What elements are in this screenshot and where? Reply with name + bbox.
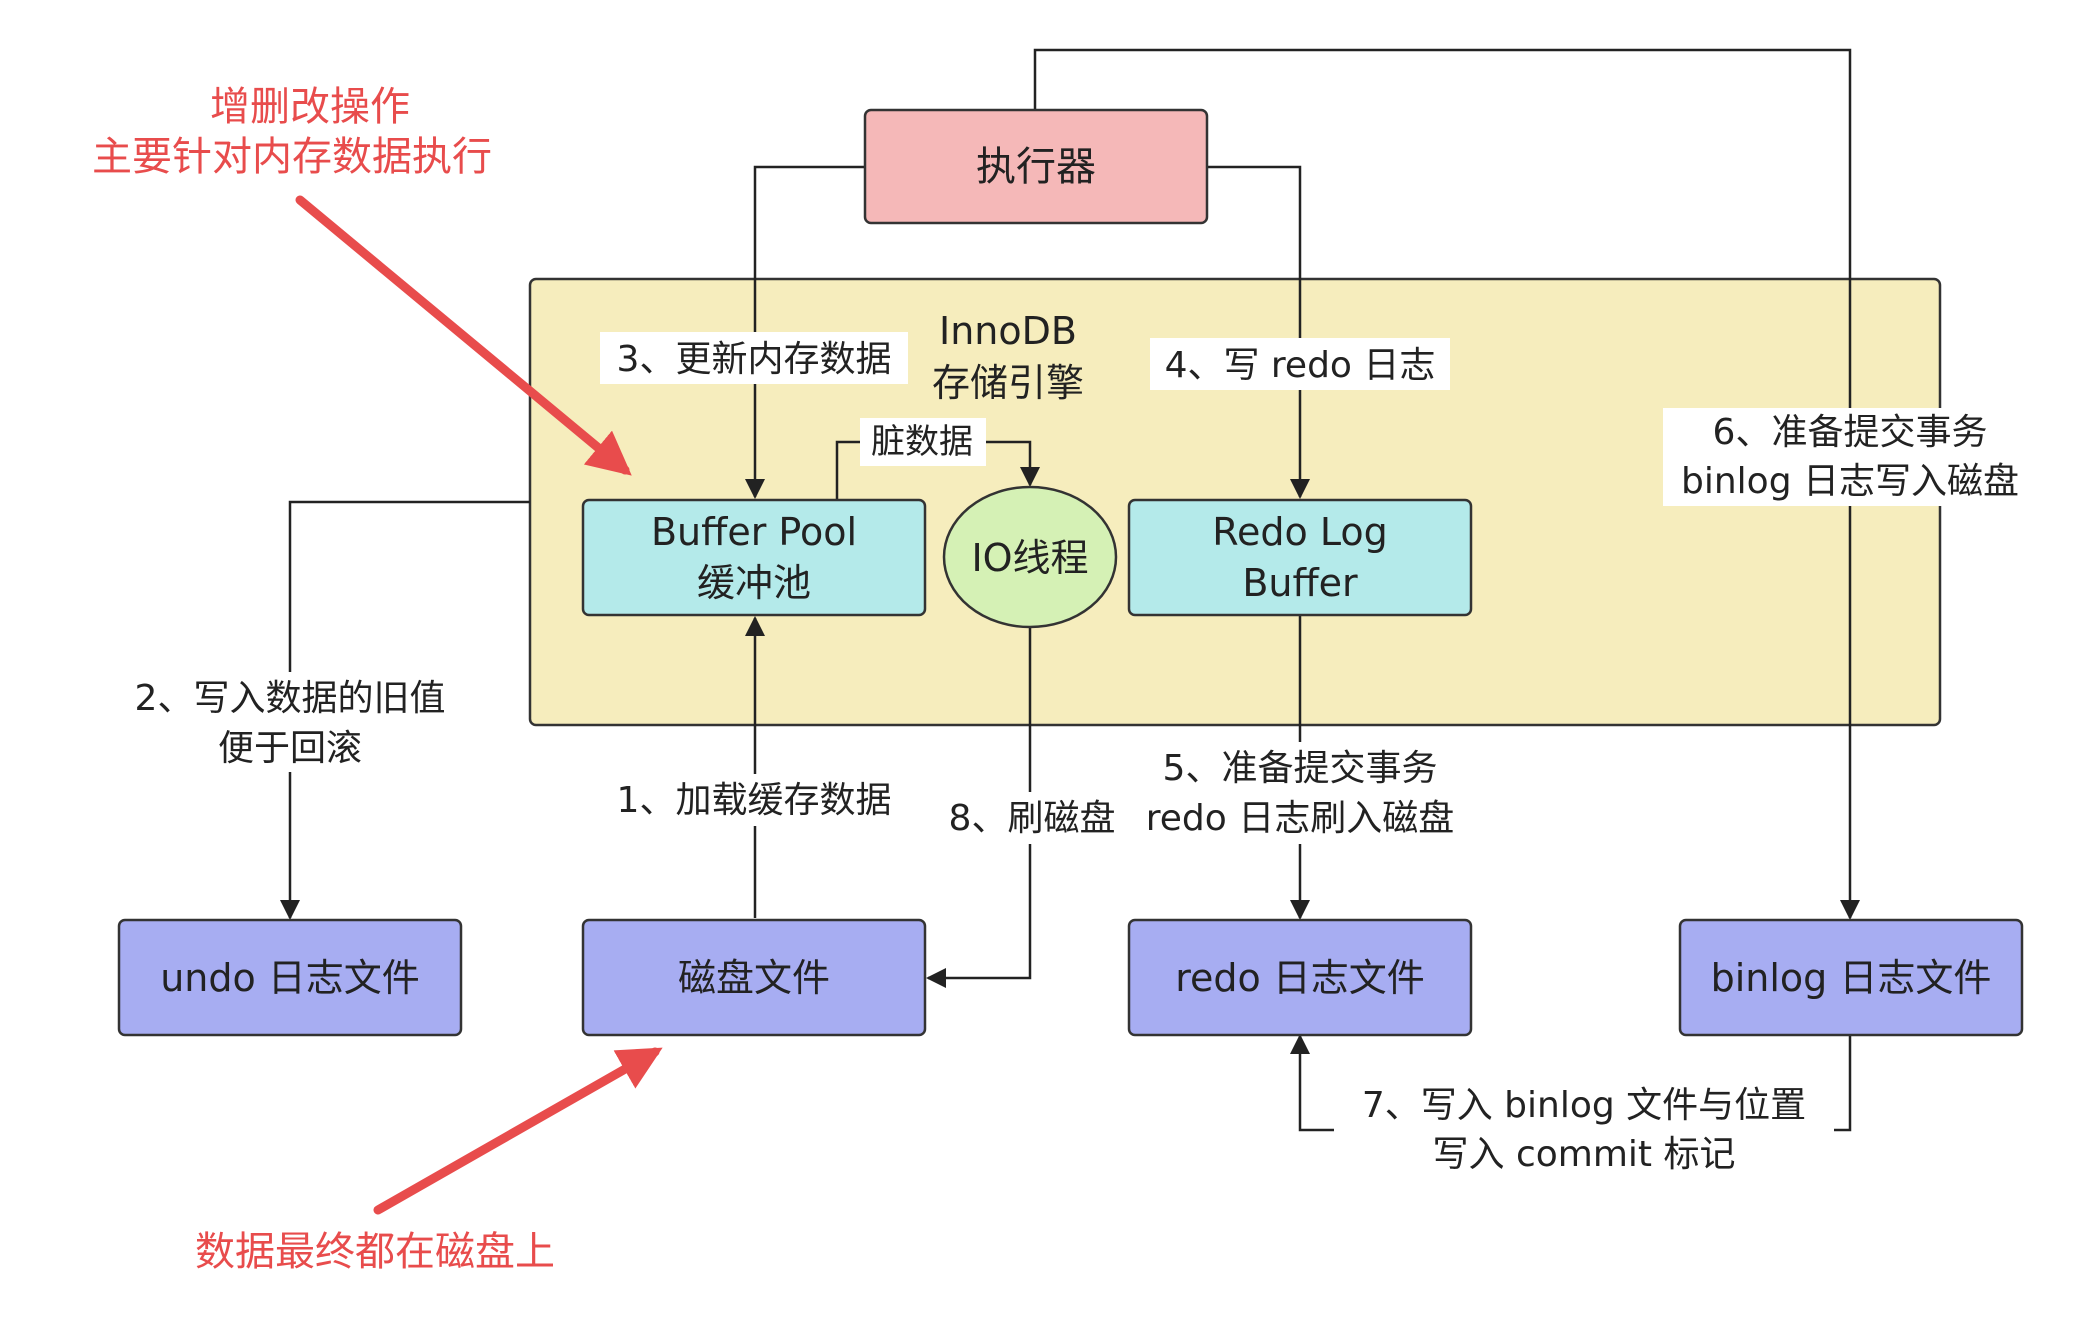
edge-label-step3: 3、更新内存数据	[617, 339, 892, 380]
redo-log-buffer-label-line1: Redo Log	[1212, 510, 1387, 554]
buffer-pool-node: Buffer Pool 缓冲池	[581, 498, 927, 617]
undo-file-label: undo 日志文件	[160, 956, 420, 1000]
edge-label-step6-line2: binlog 日志写入磁盘	[1681, 461, 2019, 502]
annotation-notes: 增删改操作 主要针对内存数据执行 数据最终都在磁盘上	[92, 84, 555, 1275]
edge-label-step2-line2: 便于回滚	[218, 728, 362, 769]
disk-file-node: 磁盘文件	[581, 918, 927, 1037]
edge-label-step7-line2: 写入 commit 标记	[1433, 1134, 1736, 1175]
edge-labels: 3、更新内存数据 4、写 redo 日志 脏数据 6、准备提交事务 binlog…	[108, 332, 2039, 1180]
redo-file-node: redo 日志文件	[1127, 918, 1473, 1037]
io-thread-node: IO线程	[942, 485, 1118, 629]
engine-title-line1: InnoDB	[939, 309, 1077, 353]
edge-label-step7-line1: 7、写入 binlog 文件与位置	[1362, 1085, 1806, 1126]
edge-step3	[745, 165, 865, 499]
executor-label: 执行器	[976, 144, 1096, 190]
edge-label-step5-line2: redo 日志刷入磁盘	[1146, 798, 1454, 839]
buffer-pool-label-line1: Buffer Pool	[651, 510, 857, 554]
buffer-pool-label-line2: 缓冲池	[697, 561, 811, 605]
binlog-file-node: binlog 日志文件	[1678, 918, 2024, 1037]
bottom-note: 数据最终都在磁盘上	[195, 1229, 555, 1275]
annotation-arrows	[295, 195, 663, 1215]
edge-label-step6-line1: 6、准备提交事务	[1713, 412, 1988, 453]
redo-file-label: redo 日志文件	[1175, 956, 1425, 1000]
top-note-line1: 增删改操作	[210, 84, 410, 130]
edge-label-step8: 8、刷磁盘	[949, 798, 1116, 839]
top-note-arrow	[295, 195, 632, 476]
edge-label-step2-line1: 2、写入数据的旧值	[135, 678, 446, 719]
edge-step8	[926, 627, 1032, 988]
edge-label-step1: 1、加载缓存数据	[617, 780, 892, 821]
redo-log-buffer-label-line2: Buffer	[1242, 561, 1358, 605]
undo-file-node: undo 日志文件	[117, 918, 463, 1037]
edge-step2	[280, 500, 530, 920]
edge-label-step5-line1: 5、准备提交事务	[1163, 748, 1438, 789]
binlog-file-label: binlog 日志文件	[1711, 956, 1992, 1000]
engine-title-line2: 存储引擎	[932, 361, 1084, 405]
edge-label-dirty: 脏数据	[871, 422, 973, 462]
edge-label-step4: 4、写 redo 日志	[1165, 345, 1436, 386]
executor-node: 执行器	[863, 108, 1209, 225]
top-note-line2: 主要针对内存数据执行	[92, 134, 492, 180]
disk-file-label: 磁盘文件	[678, 956, 830, 1000]
redo-log-buffer-node: Redo Log Buffer	[1127, 498, 1473, 617]
io-thread-label: IO线程	[971, 536, 1088, 580]
bottom-note-arrow	[373, 1047, 663, 1215]
